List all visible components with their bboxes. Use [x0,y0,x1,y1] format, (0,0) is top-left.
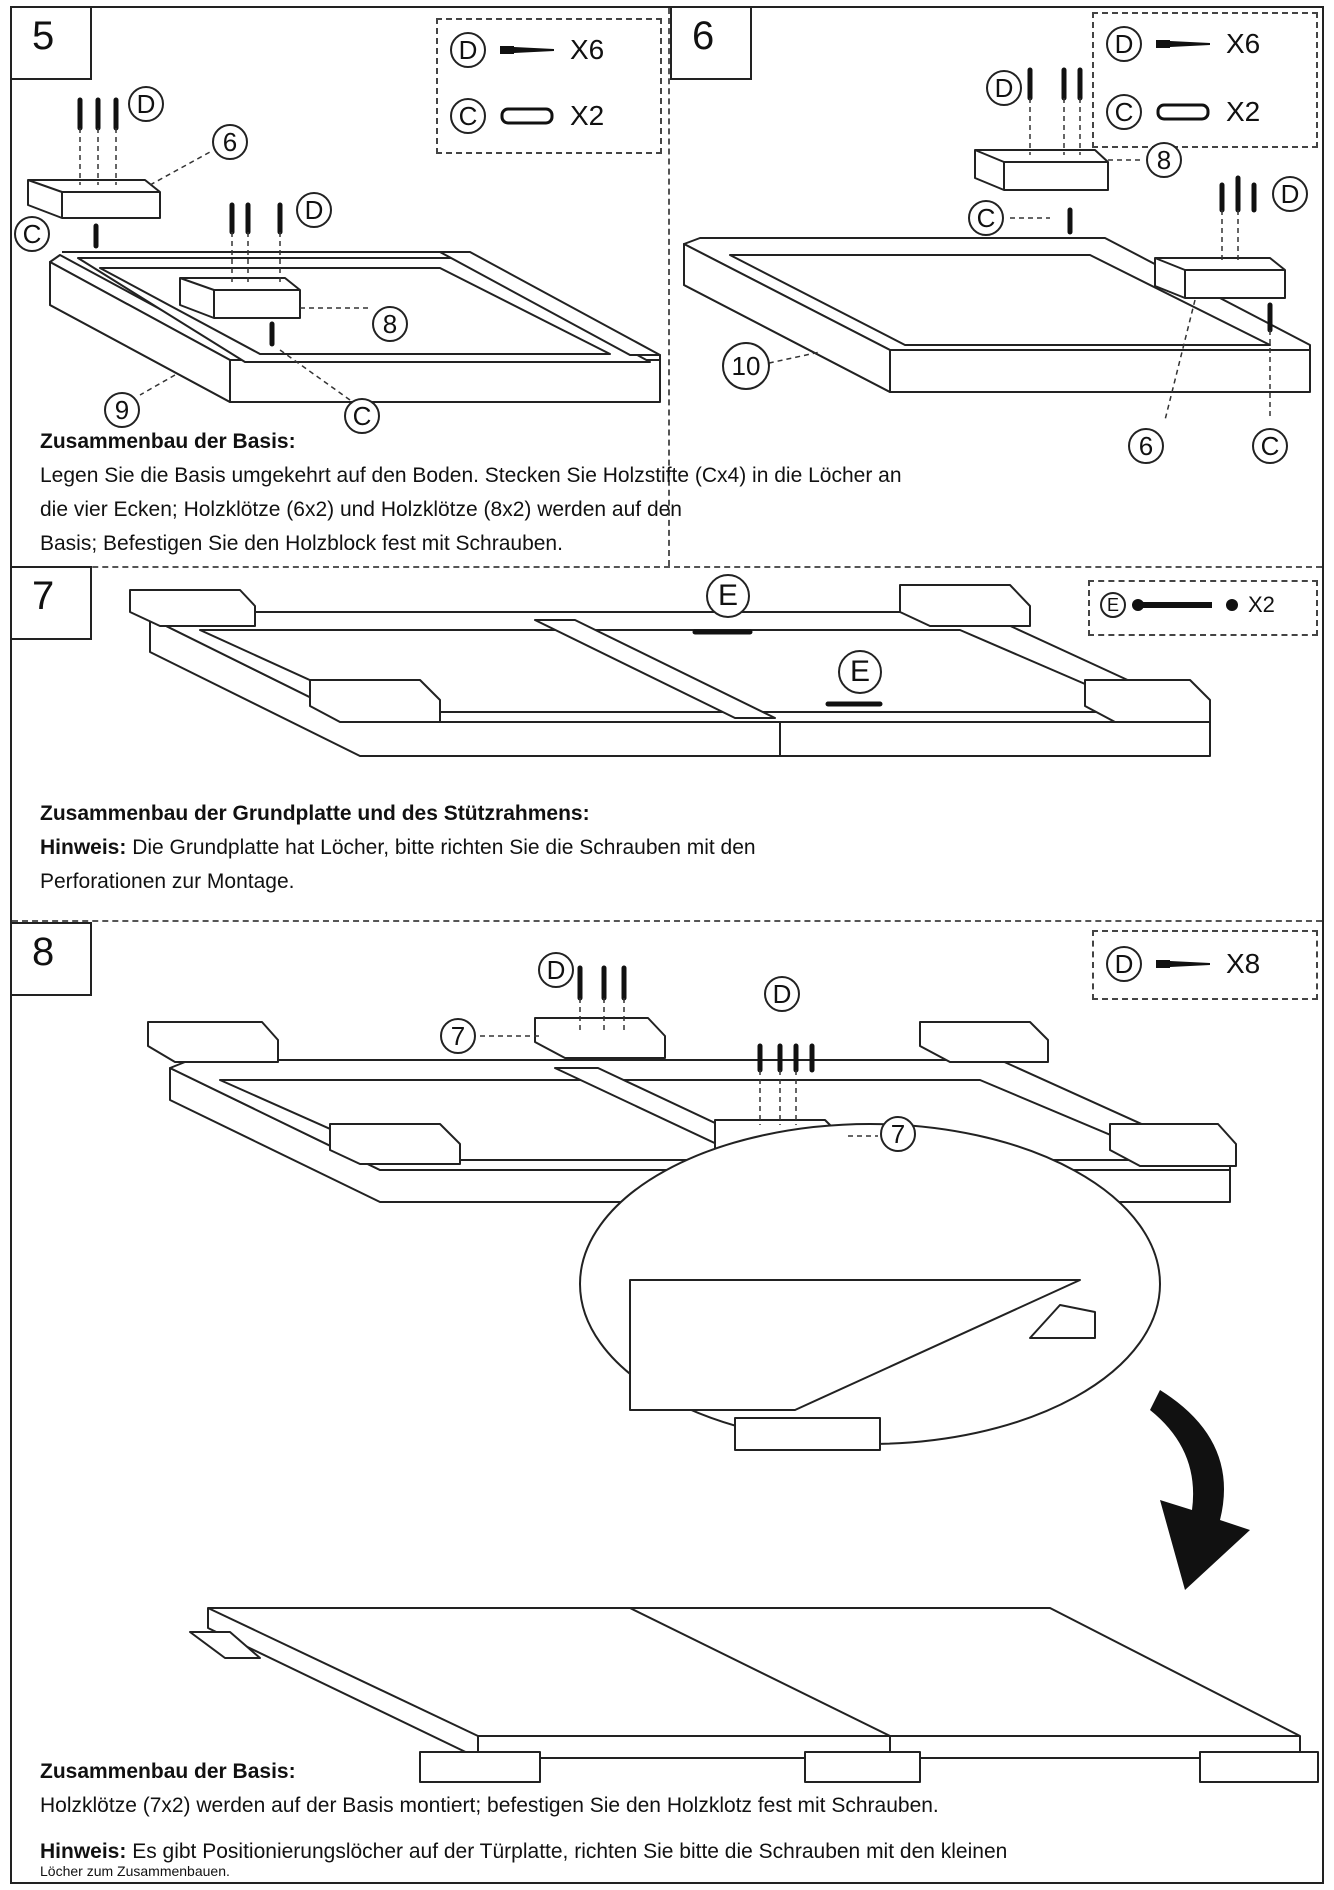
part-letter: D [450,32,486,68]
bolt-icon [1132,599,1238,611]
part-row-d: D X6 [1106,26,1260,62]
divider-vertical [668,8,670,566]
part-count: X6 [570,34,605,65]
section-3-line-1: Holzklötze (7x2) werden auf der Basis mo… [40,1794,939,1817]
callout-9: 9 [104,392,140,428]
part-count: X6 [1226,28,1261,59]
callout-7: 7 [880,1116,916,1152]
callout-d: D [764,976,800,1012]
callout-e: E [838,650,882,694]
part-letter: C [450,98,486,134]
callout-8: 8 [372,306,408,342]
step-6-parts-box: D X6 C X2 [1092,12,1318,148]
curved-arrow [1150,1390,1250,1590]
section-4-line-2: Löcher zum Zusammenbauen. [40,1863,230,1879]
section-2-line-1: Hinweis: Die Grundplatte hat Löcher, bit… [40,834,756,862]
callout-7: 7 [440,1018,476,1054]
part-row-c: C X2 [450,98,604,134]
part-letter: E [1100,592,1126,618]
step-7-number: 7 [10,566,92,640]
step-8-parts-box: D X8 [1092,930,1318,1000]
section-1-line-1: Legen Sie die Basis umgekehrt auf den Bo… [40,464,902,487]
callout-c: C [14,216,50,252]
divider-2 [12,920,1322,922]
dowel-icon [1156,103,1210,121]
final-panel [189,1607,1319,1783]
callout-6: 6 [212,124,248,160]
section-4-line-1: Hinweis: Es gibt Positionierungslöcher a… [40,1838,1007,1866]
callout-d: D [128,86,164,122]
callout-e: E [706,574,750,618]
step-8-number: 8 [10,922,92,996]
part-count: X2 [570,100,605,131]
callout-6: 6 [1128,428,1164,464]
step5-frame [27,179,661,403]
section-3-title: Zusammenbau der Basis: [40,1760,296,1783]
part-count: X2 [1248,592,1275,617]
divider-1 [12,566,1322,568]
screw-icon [500,46,554,54]
hint-text: Es gibt Positionierungslöcher auf der Tü… [126,1840,1008,1863]
step-7-parts-box: E X2 [1088,580,1318,636]
step-5-number: 5 [10,6,92,80]
section-2-title: Zusammenbau der Grundplatte und des Stüt… [40,802,590,825]
callout-c: C [968,200,1004,236]
zoom-detail [579,1123,1161,1451]
part-letter: D [1106,26,1142,62]
dowel-icon [500,107,554,125]
part-row-d: D X6 [450,32,604,68]
callout-c: C [344,398,380,434]
callout-d: D [296,192,332,228]
hint-text: Die Grundplatte hat Löcher, bitte richte… [126,836,756,859]
section-2-line-2: Perforationen zur Montage. [40,870,295,893]
step-5-parts-box: D X6 C X2 [436,18,662,154]
callout-c: C [1252,428,1288,464]
step-6-number: 6 [670,6,752,80]
part-row-d: D X8 [1106,946,1260,982]
part-row-e: E X2 [1100,592,1275,618]
part-letter: D [1106,946,1142,982]
callout-d: D [1272,176,1308,212]
part-count: X2 [1226,96,1261,127]
step6-frame [683,149,1311,393]
screw-icon [1156,960,1210,968]
screw-icon [1156,40,1210,48]
callout-10: 10 [722,342,770,390]
section-1-line-2: die vier Ecken; Holzklötze (6x2) und Hol… [40,498,682,521]
section-1-title: Zusammenbau der Basis: [40,430,296,453]
part-letter: C [1106,94,1142,130]
part-row-c: C X2 [1106,94,1260,130]
callout-d: D [538,952,574,988]
step7-frame [129,584,1211,757]
callout-8: 8 [1146,142,1182,178]
part-count: X8 [1226,948,1261,979]
callout-d: D [986,70,1022,106]
section-1-line-3: Basis; Befestigen Sie den Holzblock fest… [40,532,563,555]
hint-label: Hinweis: [40,836,127,859]
hint-label: Hinweis: [40,1840,127,1863]
